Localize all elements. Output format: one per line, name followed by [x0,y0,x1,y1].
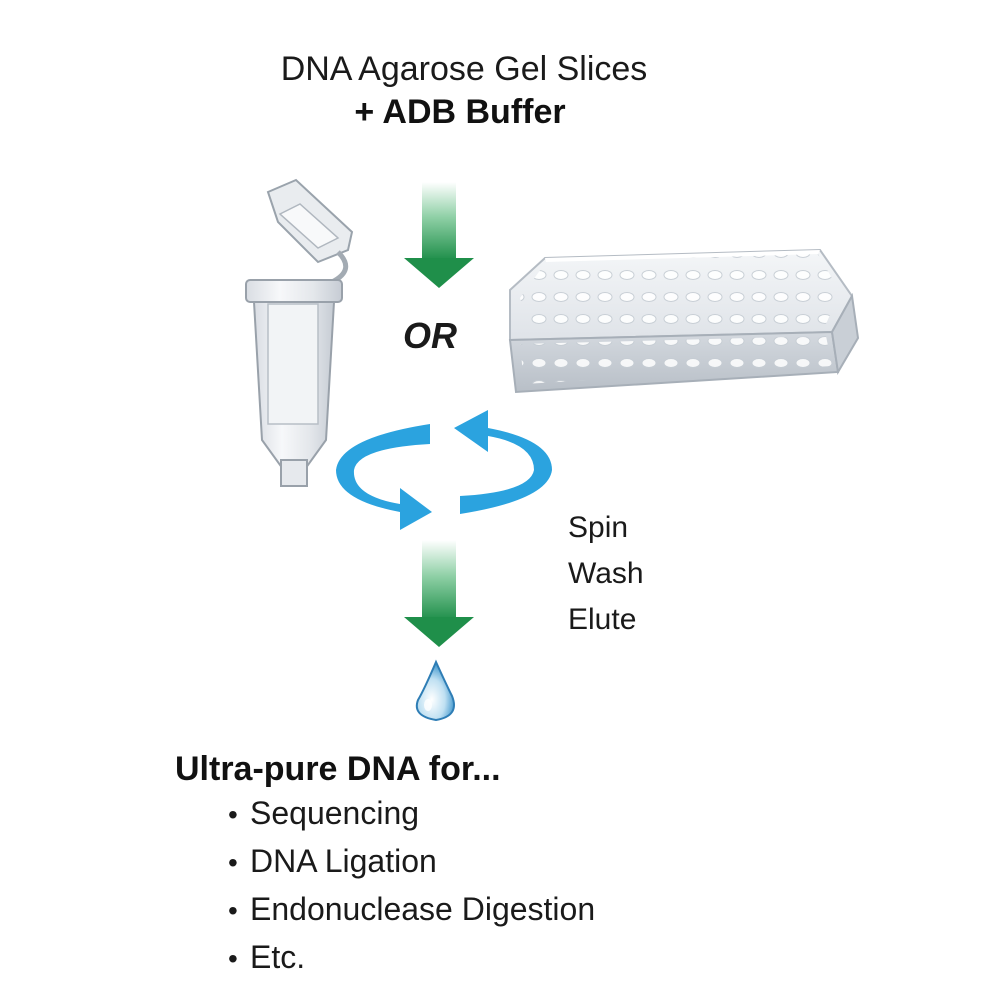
process-steps: Spin Wash Elute [568,505,644,643]
or-label: OR [403,315,457,356]
96-well-plate-icon [508,248,860,394]
title-line-2: + ADB Buffer [354,93,566,131]
use-item: DNA Ligation [228,838,595,886]
use-item: Sequencing [228,790,595,838]
green-down-arrow-icon [404,182,474,288]
step-spin: Spin [568,511,629,544]
microcentrifuge-spin-column-icon [245,178,354,487]
step-wash: Wash [568,557,644,590]
uses-list: Sequencing DNA Ligation Endonuclease Dig… [228,790,595,982]
title-line-1: DNA Agarose Gel Slices [280,50,648,88]
use-item: Etc. [228,934,595,982]
water-drop-icon [415,659,455,722]
result-heading: Ultra-pure DNA for... [175,750,501,788]
green-down-arrow-icon [404,540,474,647]
step-elute: Elute [568,603,637,636]
circular-spin-arrows-icon [336,410,552,530]
use-item: Endonuclease Digestion [228,886,595,934]
